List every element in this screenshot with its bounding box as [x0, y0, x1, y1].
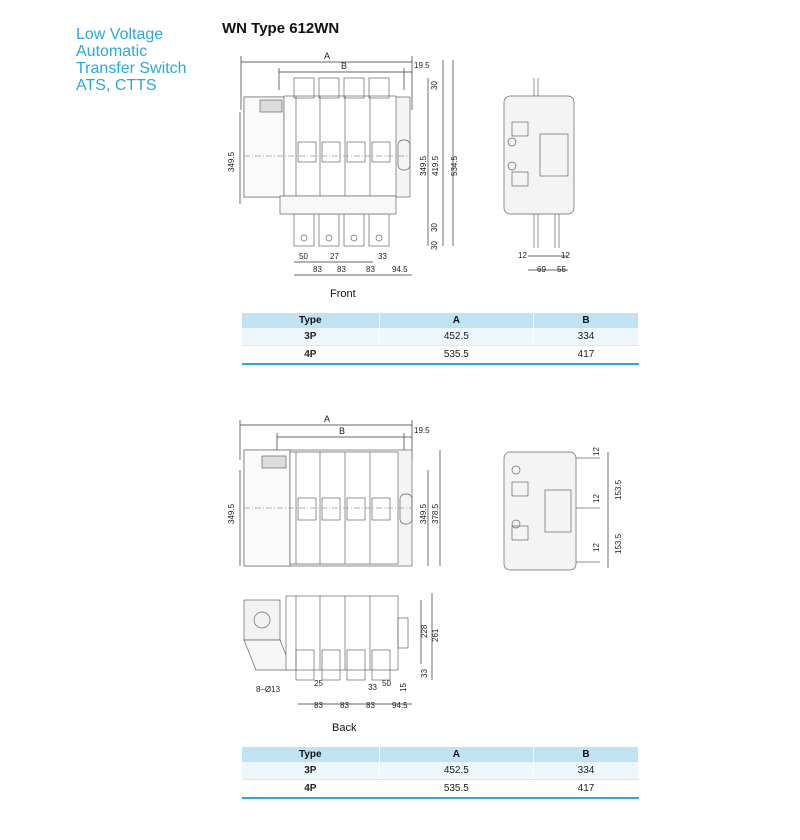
table-cell-type: 3P [242, 762, 380, 780]
table-row: 3P 452.5 334 [242, 762, 639, 780]
sidebar-title-line: Transfer Switch [76, 60, 187, 77]
back-dim-83c: 83 [366, 701, 375, 710]
front-top-dimensions [240, 56, 413, 110]
back-side-dim-153-5a: 153.5 [614, 479, 623, 500]
table-cell-a: 535.5 [379, 345, 535, 365]
front-dim-349-5-left: 349.5 [227, 151, 236, 172]
table-header-b: B [533, 313, 639, 328]
table-header-b: B [533, 747, 639, 762]
front-dim-30b: 30 [430, 223, 439, 232]
front-dim-83c: 83 [366, 265, 375, 274]
back-dim-261: 261 [431, 628, 440, 642]
table-cell-b: 334 [533, 328, 639, 346]
back-dim-25: 25 [314, 679, 323, 688]
table-cell-a: 452.5 [379, 762, 535, 780]
sidebar-title-line: ATS, CTTS [76, 77, 157, 94]
front-side-dim-69: 69 [537, 265, 546, 274]
table-header-a: A [379, 747, 535, 762]
table-cell-type: 4P [242, 345, 380, 365]
table-cell-b: 334 [533, 762, 639, 780]
table-cell-type: 3P [242, 328, 380, 346]
back-dim-a: A [324, 414, 330, 424]
front-switch-body [243, 77, 411, 247]
front-dim-94-5: 94.5 [392, 265, 408, 274]
sidebar-title-line: Low Voltage [76, 26, 164, 43]
back-side-dim-12c: 12 [592, 543, 601, 552]
table-row: 3P 452.5 334 [242, 328, 639, 346]
back-bottom-view [243, 595, 409, 681]
front-dim-349-5-right: 349.5 [419, 155, 428, 176]
table-row: 4P 535.5 417 [242, 779, 639, 799]
back-dim-50: 50 [382, 679, 391, 688]
back-dim-349-5-right: 349.5 [419, 503, 428, 524]
front-side-view [503, 78, 575, 248]
front-dim-30a: 30 [430, 81, 439, 90]
front-dim-19-5: 19.5 [414, 61, 430, 70]
back-right-dimensions [239, 450, 441, 566]
back-side-dim-153-5b: 153.5 [614, 533, 623, 554]
sidebar-title: Low Voltage Automatic Transfer Switch AT… [76, 26, 206, 94]
page-title: WN Type 612WN [222, 20, 340, 37]
table-header-a: A [379, 313, 535, 328]
back-dim-83b: 83 [340, 701, 349, 710]
table-header-type: Type [242, 313, 380, 328]
back-dim-349-5-left: 349.5 [227, 503, 236, 524]
front-dim-27: 27 [330, 252, 339, 261]
front-dim-b: B [341, 61, 347, 71]
front-side-dim-12b: 12 [561, 251, 570, 260]
back-dim-228: 228 [420, 624, 429, 638]
back-dim-33-vertical: 33 [420, 669, 429, 678]
back-dim-33: 33 [368, 683, 377, 692]
back-side-view [503, 451, 600, 571]
sidebar-title-line: Automatic [76, 43, 148, 60]
table-cell-b: 417 [533, 779, 639, 799]
back-dim-19-5: 19.5 [414, 426, 430, 435]
front-right-dimensions [239, 60, 454, 246]
front-side-dim-55: 55 [557, 265, 566, 274]
front-dim-83b: 83 [337, 265, 346, 274]
front-dim-50: 50 [299, 252, 308, 261]
back-side-dim-12a: 12 [592, 447, 601, 456]
front-dim-a: A [324, 51, 330, 61]
table-cell-a: 452.5 [379, 328, 535, 346]
front-dim-419-5: 419.5 [431, 155, 440, 176]
back-dim-8-holes: 8–Ø13 [256, 685, 281, 694]
table-header-type: Type [242, 747, 380, 762]
table-cell-type: 4P [242, 779, 380, 799]
table-cell-a: 535.5 [379, 779, 535, 799]
back-dim-b: B [339, 426, 345, 436]
back-switch-body [243, 449, 413, 567]
front-bottom-dimensions [294, 261, 412, 276]
table-cell-b: 417 [533, 345, 639, 365]
back-dim-15: 15 [399, 683, 408, 692]
back-dim-378-5: 378.5 [431, 503, 440, 524]
back-caption: Back [332, 722, 357, 734]
front-caption: Front [330, 288, 356, 300]
front-dim-534-5: 534.5 [450, 155, 459, 176]
back-side-dim-12b: 12 [592, 494, 601, 503]
dimension-table-front: Type A B 3P 452.5 334 4P 535.5 417 [242, 313, 639, 365]
front-side-dim-12a: 12 [518, 251, 527, 260]
dimension-table-back: Type A B 3P 452.5 334 4P 535.5 417 [242, 747, 639, 799]
front-dim-30c: 30 [430, 241, 439, 250]
back-dim-83a: 83 [314, 701, 323, 710]
front-dim-83a: 83 [313, 265, 322, 274]
table-row: 4P 535.5 417 [242, 345, 639, 365]
front-dim-33: 33 [378, 252, 387, 261]
back-dim-94-5: 94.5 [392, 701, 408, 710]
